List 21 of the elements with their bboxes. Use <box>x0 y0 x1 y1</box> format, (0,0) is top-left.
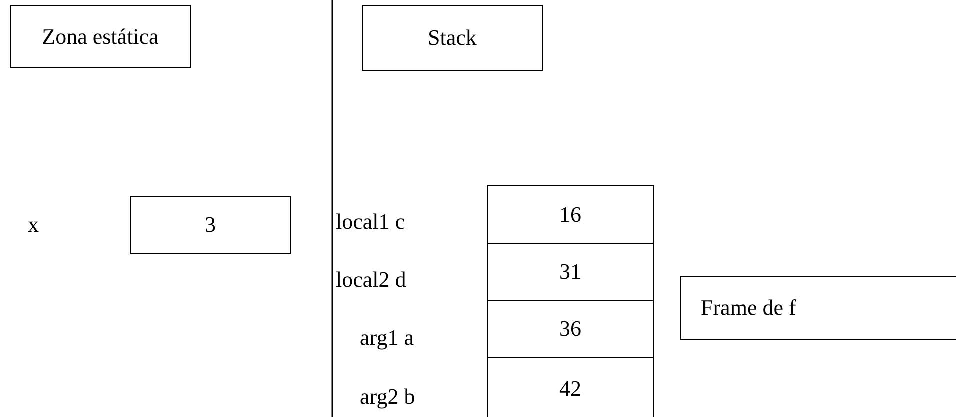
value-text: 36 <box>560 316 582 342</box>
slot-label: arg2 b <box>360 384 416 410</box>
value-text: 3 <box>205 212 216 238</box>
variable-name: x <box>28 212 39 238</box>
value-box <box>130 196 291 254</box>
stack-cell <box>487 300 654 358</box>
box-title: Zona estática <box>42 24 159 50</box>
zone-box <box>362 5 543 71</box>
value-text: 31 <box>560 259 582 285</box>
stack-cell <box>487 357 654 417</box>
slot-label: local2 d <box>336 267 406 293</box>
stack-cell <box>487 243 654 301</box>
slot-label: arg1 a <box>360 325 414 351</box>
zone-box <box>10 5 191 68</box>
value-text: 16 <box>560 202 582 228</box>
value-text: 42 <box>560 376 582 402</box>
box-title: Frame de f <box>701 295 796 321</box>
stack-cell <box>487 185 654 244</box>
frame-box <box>680 276 956 340</box>
slot-label: local1 c <box>336 209 406 235</box>
box-title: Stack <box>428 25 477 51</box>
